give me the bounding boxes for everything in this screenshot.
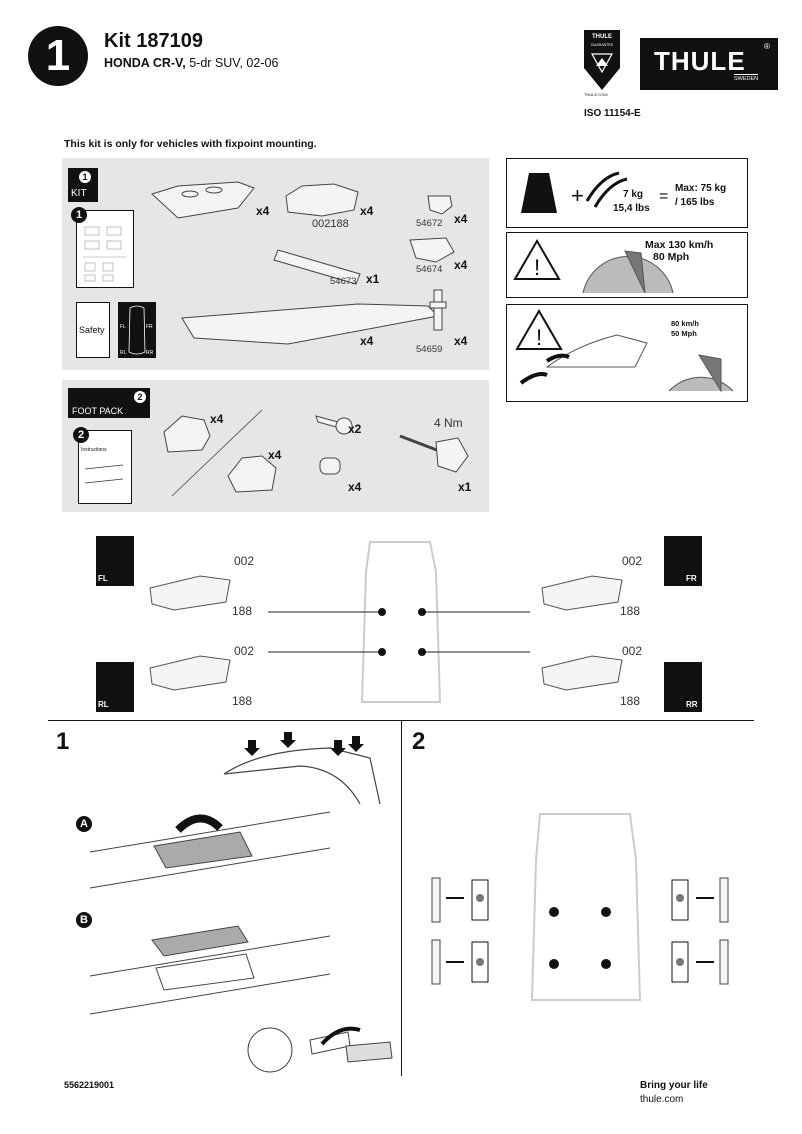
fr-code-bottom: 188 [620, 604, 641, 618]
corner-rl: RL [120, 350, 127, 356]
part-54674-qty: x4 [454, 258, 468, 272]
corner-rr: RR [146, 350, 154, 356]
wind-spec-box: ! 80 km/h 50 Mph [506, 304, 748, 402]
vehicle-desc: 5-dr SUV, 02-06 [189, 56, 279, 70]
step-2-number: 2 [412, 728, 426, 755]
rack-weight-kg: 7 kg [623, 189, 644, 200]
vehicle-line: HONDA CR-V, 5-dr SUV, 02-06 [104, 56, 278, 70]
part-54672-qty: x4 [454, 212, 468, 226]
part-longpad-qty: x4 [360, 334, 374, 348]
kit-parts-drawing [151, 181, 455, 345]
step-number-badge: 1 [28, 26, 88, 86]
logo-text: THULE [654, 46, 746, 76]
wind-mph: 50 Mph [671, 329, 697, 338]
foot-pack-label: FOOT PACK [72, 406, 124, 416]
foot-part-2-qty: x4 [268, 448, 282, 462]
corner-fl: FL [120, 324, 126, 330]
speed-mph: 80 Mph [653, 251, 690, 263]
corner-position-card: FL FR RL RR [118, 302, 156, 358]
safety-sheet: Safety [76, 302, 110, 358]
guarantee-badge: THULE GUARANTEE [584, 30, 620, 90]
corner-card-fr: FR [664, 536, 702, 586]
position-diagram [149, 541, 623, 703]
part-54659-code: 54659 [416, 344, 443, 355]
part-54659-qty: x4 [454, 334, 468, 348]
logo-mark: ® [764, 42, 770, 51]
part-54672-code: 54672 [416, 218, 443, 229]
part-54673-code: 54673 [330, 276, 357, 287]
foot-instruction-num: 2 [73, 427, 89, 443]
svg-text:!: ! [536, 325, 542, 350]
tool-qty: x1 [458, 480, 472, 494]
key-qty: x2 [348, 422, 362, 436]
substep-a: A [76, 816, 92, 832]
corner-fl-label: FL [98, 574, 108, 583]
vertical-divider [401, 720, 402, 1076]
rack-weight-lbs: 15,4 lbs [613, 203, 650, 214]
part-002188-code: 002188 [312, 218, 349, 230]
load-spec-box: + = 7 kg 15,4 lbs Max: 75 kg / 165 lbs [506, 158, 748, 228]
vehicle-model: HONDA CR-V, [104, 56, 186, 70]
iso-standard: ISO 11154-E [584, 108, 641, 119]
rr-code-top: 002 [622, 644, 643, 658]
svg-text:+: + [571, 183, 584, 208]
step-2-drawing [431, 813, 729, 1001]
corner-fr-label: FR [686, 574, 697, 583]
kit-badge-label: KIT [71, 188, 87, 199]
svg-text:=: = [659, 188, 668, 205]
step-1-number: 1 [56, 728, 70, 755]
corner-card-rl: RL [96, 662, 134, 712]
speed-spec-box: ! Max 130 km/h 80 Mph [506, 232, 748, 298]
rl-code-top: 002 [234, 644, 255, 658]
foot-pack-panel: 2 FOOT PACK 2 Instructions x4 x4 x2 x4 4… [62, 380, 489, 512]
badge-top: THULE [592, 34, 612, 40]
fl-code-top: 002 [234, 554, 255, 568]
foot-pack-badge: 2 FOOT PACK [68, 388, 150, 418]
torque-value: 4 Nm [434, 416, 463, 430]
kit-title: Kit 187109 [104, 30, 203, 52]
corner-rr-label: RR [686, 700, 698, 709]
part-54673-qty: x1 [366, 272, 380, 286]
foot-instruction-label: Instructions [81, 447, 107, 453]
speed-kmh: Max 130 km/h [645, 239, 714, 251]
max-load-kg: Max: 75 kg [675, 183, 727, 194]
thule-logo: THULE ® SWEDEN [640, 38, 778, 90]
slogan: Bring your life [640, 1080, 708, 1091]
part-54674-code: 54674 [416, 264, 443, 275]
logo-sub: SWEDEN [734, 74, 759, 82]
svg-text:!: ! [534, 255, 540, 280]
lock-qty: x4 [348, 480, 362, 494]
wind-kmh: 80 km/h [671, 319, 699, 328]
doc-code: 5562219001 [64, 1080, 115, 1090]
rl-code-bottom: 188 [232, 694, 253, 708]
corner-card-fl: FL [96, 536, 134, 586]
foot-instruction-sheet: 2 Instructions [73, 427, 132, 504]
website[interactable]: thule.com [640, 1094, 684, 1105]
kit-badge-num: 1 [79, 171, 91, 183]
fixpoint-notice: This kit is only for vehicles with fixpo… [64, 138, 317, 150]
foot-pack-num: 2 [134, 391, 146, 403]
part-pad-qty: x4 [256, 204, 270, 218]
kit-panel: 1 KIT 1 Safety FL FR RL RR [62, 158, 489, 370]
part-002188-qty: x4 [360, 204, 374, 218]
badge-middle: GUARANTEE [591, 43, 614, 47]
corner-card-rr: RR [664, 662, 702, 712]
corner-rl-label: RL [98, 700, 109, 709]
instruction-sheet: 1 [71, 207, 134, 288]
corner-fr: FR [146, 324, 153, 330]
fr-code-top: 002 [622, 554, 643, 568]
foot-part-1-qty: x4 [210, 412, 224, 426]
kit-badge: 1 KIT [68, 168, 98, 202]
fl-code-bottom: 188 [232, 604, 253, 618]
max-load-lbs: / 165 lbs [675, 197, 715, 208]
instruction-num: 1 [71, 207, 87, 223]
step-1-drawing [89, 732, 393, 1073]
rr-code-bottom: 188 [620, 694, 641, 708]
foot-parts-drawing [163, 409, 469, 497]
substep-b: B [76, 912, 92, 928]
badge-bottom: THULE.COM [584, 92, 608, 97]
safety-label: Safety [79, 325, 105, 335]
